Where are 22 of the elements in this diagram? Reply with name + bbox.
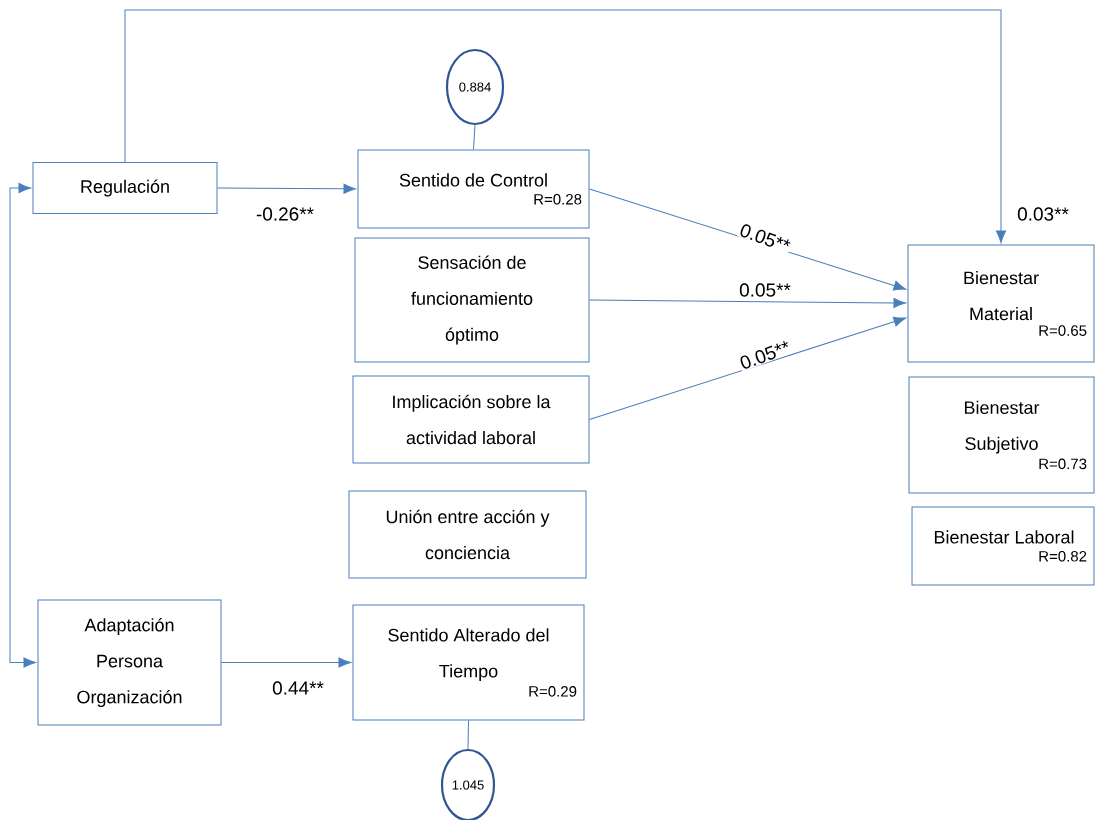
- arrow: [589, 297, 907, 309]
- arrow: [9, 182, 37, 668]
- variable-box: Adaptación Persona Organización: [37, 599, 222, 726]
- variable-box: Bienestar Subjetivo R=0.73: [908, 376, 1095, 494]
- arrow: [217, 183, 357, 194]
- edge-label: 0.05**: [738, 282, 792, 298]
- variable-box: Bienestar Laboral R=0.82: [911, 506, 1095, 586]
- arrow: [124, 9, 1007, 243]
- edge-label: 0.44**: [271, 680, 325, 696]
- variable-box: Bienestar Material R=0.65: [907, 244, 1095, 363]
- variable-box: Regulación: [32, 162, 218, 214]
- arrow: [589, 316, 907, 420]
- variable-box: Unión entre acción y conciencia: [348, 490, 587, 579]
- variable-box: Sensación de funcionamiento óptimo: [354, 237, 590, 363]
- edge-label: 0.03**: [1016, 206, 1070, 222]
- edge-label: 0.05**: [737, 221, 793, 255]
- variable-box: Sentido de Control R=0.28: [357, 149, 590, 229]
- edge-label: -0.26**: [254, 206, 316, 222]
- variable-box: Sentido Alterado del Tiempo R=0.29: [352, 604, 585, 721]
- edge-label: 0.05**: [737, 338, 793, 372]
- variable-box: Implicación sobre la actividad laboral: [352, 375, 590, 464]
- arrow: [221, 657, 352, 668]
